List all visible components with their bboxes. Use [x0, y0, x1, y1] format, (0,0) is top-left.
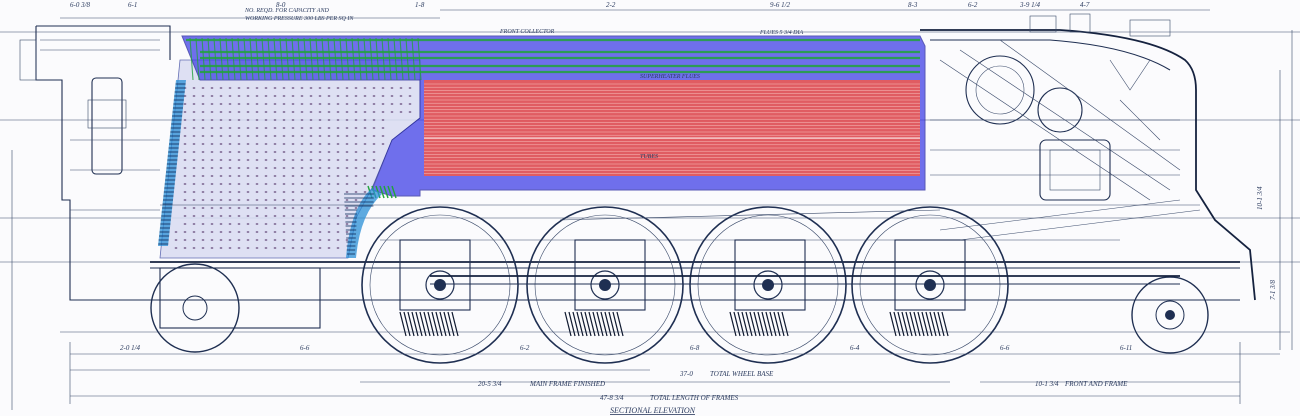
staybolt-pattern: [174, 87, 412, 249]
top-dim-5: 2-2: [606, 1, 616, 9]
top-dimension-labels: 6-0 3/8 6-1 8-0 1-8 2-2 9-6 1/2 8-3 6-2 3-9 1/4 4…: [70, 1, 1090, 9]
cab-outline: [19, 25, 171, 301]
counterweight-2: [564, 311, 624, 337]
counterweight-1: [399, 311, 459, 337]
dim-total-length-label: TOTAL LENGTH OF FRAMES: [650, 394, 739, 402]
dim-front-frame-value: 10-1 3/4: [1035, 380, 1059, 388]
frame: [150, 204, 1240, 329]
top-dim-1: 6-0 3/8: [70, 1, 91, 9]
driver-wheel-1: [361, 206, 519, 364]
top-dim-3: 8-0: [276, 1, 286, 9]
axle-dim-1: 2-0 1/4: [120, 344, 141, 352]
trailing-wheel: [150, 263, 240, 353]
dim-side-value: 10-1 3/4: [1256, 186, 1264, 210]
green-flue-lines: [186, 38, 920, 74]
top-dim-10: 4-7: [1080, 1, 1090, 9]
axle-dim-4: 6-8: [690, 344, 700, 352]
tube-label: TUBES: [640, 154, 658, 160]
driver-wheel-2: [526, 206, 684, 364]
top-dim-8: 6-2: [968, 1, 978, 9]
front-water-leg: [344, 188, 382, 258]
note-line-1: NO. REQD. FOR CAPACITY AND: [244, 8, 329, 14]
dim-wheelbase-value: 37-0: [679, 370, 693, 378]
flues-label: SUPERHEATER FLUES: [640, 74, 700, 80]
dim-total-length-value: 47-8 3/4: [600, 394, 624, 402]
leading-wheel: [1131, 276, 1209, 354]
dim-main-frame-label: MAIN FRAME FINISHED: [529, 380, 605, 388]
dim-wheelbase-label: TOTAL WHEEL BASE: [710, 370, 774, 378]
fire-tubes: [424, 80, 920, 176]
axle-dimension-labels: 2-0 1/4 6-6 6-2 6-8 6-4 6-6 6-11: [120, 344, 1132, 352]
dim-front-frame-label: FRONT AND FRAME: [1064, 380, 1128, 388]
annotations: NO. REQD. FOR CAPACITY AND WORKING PRESS…: [70, 1, 1277, 415]
counterweight-3: [729, 311, 789, 337]
rods-and-motion: [430, 199, 1201, 285]
top-dim-7: 8-3: [908, 1, 918, 9]
back-water-leg: [158, 80, 186, 246]
dim-side-value-2: 7-1 3/8: [1269, 279, 1277, 300]
tubes-fill: [424, 80, 920, 176]
wheel-set: [150, 206, 1209, 364]
dim-main-frame-value: 20-5 3/4: [478, 380, 502, 388]
counterweight-4: [889, 311, 949, 337]
tubes-label: FLUES 5 3/4 DIA: [759, 29, 803, 36]
counterweight-hatching: [399, 311, 949, 337]
driver-wheel-4: [851, 206, 1009, 364]
smokebox-and-front-end: [920, 13, 1256, 301]
top-dim-6: 9-6 1/2: [770, 1, 791, 9]
note-line-2: WORKING PRESSURE 300 LBS PER SQ IN: [245, 16, 354, 22]
top-dim-4: 1-8: [415, 1, 425, 9]
axle-dim-3: 6-2: [520, 344, 530, 352]
driver-wheel-3: [689, 206, 847, 364]
firebox-fill: [159, 59, 421, 259]
front-collector-label: FRONT COLLECTOR: [499, 29, 555, 35]
superheater-flues: [186, 37, 920, 199]
axle-dim-6: 6-6: [1000, 344, 1010, 352]
top-dim-9: 3-9 1/4: [1019, 1, 1041, 9]
drawing-title: SECTIONAL ELEVATION: [610, 406, 696, 415]
water-legs: [158, 80, 382, 258]
tube-lines: [424, 83, 920, 174]
axle-dim-7: 6-11: [1120, 344, 1132, 352]
dimension-lines: [60, 9, 1280, 404]
axle-dim-2: 6-6: [300, 344, 310, 352]
top-dim-2: 6-1: [128, 1, 137, 9]
firebox: [159, 59, 421, 259]
axle-dim-5: 6-4: [850, 344, 860, 352]
